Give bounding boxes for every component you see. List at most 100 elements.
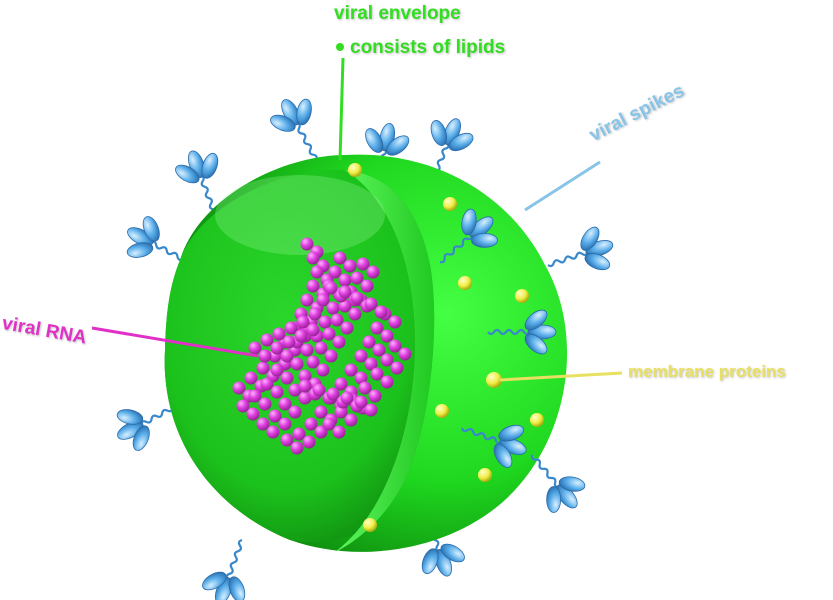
- rna-bead: [340, 321, 354, 335]
- rna-bead: [298, 379, 312, 393]
- rna-bead: [322, 417, 336, 431]
- rna-bead: [316, 293, 330, 307]
- rna-bead: [354, 349, 368, 363]
- membrane-leader-line: [499, 371, 623, 382]
- rna-bead: [322, 327, 336, 341]
- rna-bead: [370, 367, 384, 381]
- membrane-protein: [348, 163, 362, 177]
- rna-bead: [324, 349, 338, 363]
- rna-bead: [282, 335, 296, 349]
- rna-bead: [292, 427, 306, 441]
- rna-bead: [388, 315, 402, 329]
- rna-bead: [358, 381, 372, 395]
- rna-bead: [270, 385, 284, 399]
- rna-bead: [374, 305, 388, 319]
- rna-bead: [298, 391, 312, 405]
- rna-bead: [356, 257, 370, 271]
- rna-bead: [364, 297, 378, 311]
- membrane-protein: [458, 276, 472, 290]
- rna-bead: [314, 425, 328, 439]
- rna-bead: [266, 425, 280, 439]
- rna-bead: [354, 371, 368, 385]
- rna-bead: [232, 381, 246, 395]
- rna-bead: [338, 273, 352, 287]
- membrane-protein: [478, 468, 492, 482]
- rna-bead: [350, 271, 364, 285]
- rna-bead: [332, 335, 346, 349]
- rna-bead: [326, 387, 340, 401]
- rna-bead: [258, 397, 272, 411]
- rna-bead: [294, 329, 308, 343]
- rna-bead: [318, 315, 332, 329]
- rna-bead: [272, 327, 286, 341]
- consists-of-lipids-label: consists of lipids: [350, 37, 506, 58]
- rna-bead: [304, 417, 318, 431]
- envelope-leader-line: [338, 57, 345, 161]
- rna-bead: [398, 347, 412, 361]
- viral-envelope-label: viral envelope: [334, 3, 461, 24]
- rna-bead: [278, 417, 292, 431]
- rna-bead: [300, 237, 314, 251]
- bullet-icon: [336, 43, 344, 51]
- membrane-protein: [530, 413, 544, 427]
- rna-bead: [364, 403, 378, 417]
- rna-bead: [302, 435, 316, 449]
- rna-bead: [256, 417, 270, 431]
- virion-rim-highlight: [335, 170, 435, 552]
- rna-bead: [344, 413, 358, 427]
- rna-bead: [326, 301, 340, 315]
- rna-bead: [350, 291, 364, 305]
- spike: [538, 218, 622, 291]
- rna-bead: [340, 391, 354, 405]
- rna-bead: [314, 405, 328, 419]
- rna-bead: [280, 349, 294, 363]
- rna-bead: [360, 279, 374, 293]
- rna-bead: [278, 397, 292, 411]
- rna-bead: [334, 405, 348, 419]
- rna-bead: [298, 369, 312, 383]
- rna-bead: [354, 395, 368, 409]
- virion-shine: [215, 175, 385, 255]
- rna-bead: [333, 251, 347, 265]
- rna-bead: [306, 355, 320, 369]
- rna-bead: [280, 371, 294, 385]
- rna-bead: [236, 399, 250, 413]
- rna-bead: [330, 313, 344, 327]
- rna-bead: [310, 265, 324, 279]
- rna-bead: [300, 343, 314, 357]
- rna-bead: [388, 339, 402, 353]
- membrane-protein-group: [348, 163, 544, 532]
- rna-bead: [248, 341, 262, 355]
- rna-bead: [290, 357, 304, 371]
- rna-bead: [308, 307, 322, 321]
- spike: [193, 530, 268, 600]
- rna-bead: [256, 361, 270, 375]
- rna-bead: [288, 383, 302, 397]
- membrane-protein: [486, 372, 502, 388]
- membrane-protein: [515, 289, 529, 303]
- rna-bead: [306, 279, 320, 293]
- rna-bead: [324, 281, 338, 295]
- membrane-protein: [443, 197, 457, 211]
- rna-bead: [284, 321, 298, 335]
- rna-bead: [306, 323, 320, 337]
- rna-bead: [244, 371, 258, 385]
- viral-rna-strands: [232, 237, 412, 455]
- rna-bead: [348, 307, 362, 321]
- rna-bead: [260, 333, 274, 347]
- rna-bead: [366, 265, 380, 279]
- rna-bead: [380, 329, 394, 343]
- rna-bead: [268, 409, 282, 423]
- spikes-leader-line: [524, 160, 601, 212]
- rna-bead: [380, 353, 394, 367]
- rna-bead: [372, 343, 386, 357]
- rna-bead: [246, 407, 260, 421]
- leader-lines: [91, 57, 623, 382]
- rna-bead: [390, 361, 404, 375]
- rna-bead: [300, 293, 314, 307]
- rna-bead: [368, 389, 382, 403]
- rna-bead: [343, 259, 357, 273]
- membrane-protein: [435, 404, 449, 418]
- rna-bead: [312, 383, 326, 397]
